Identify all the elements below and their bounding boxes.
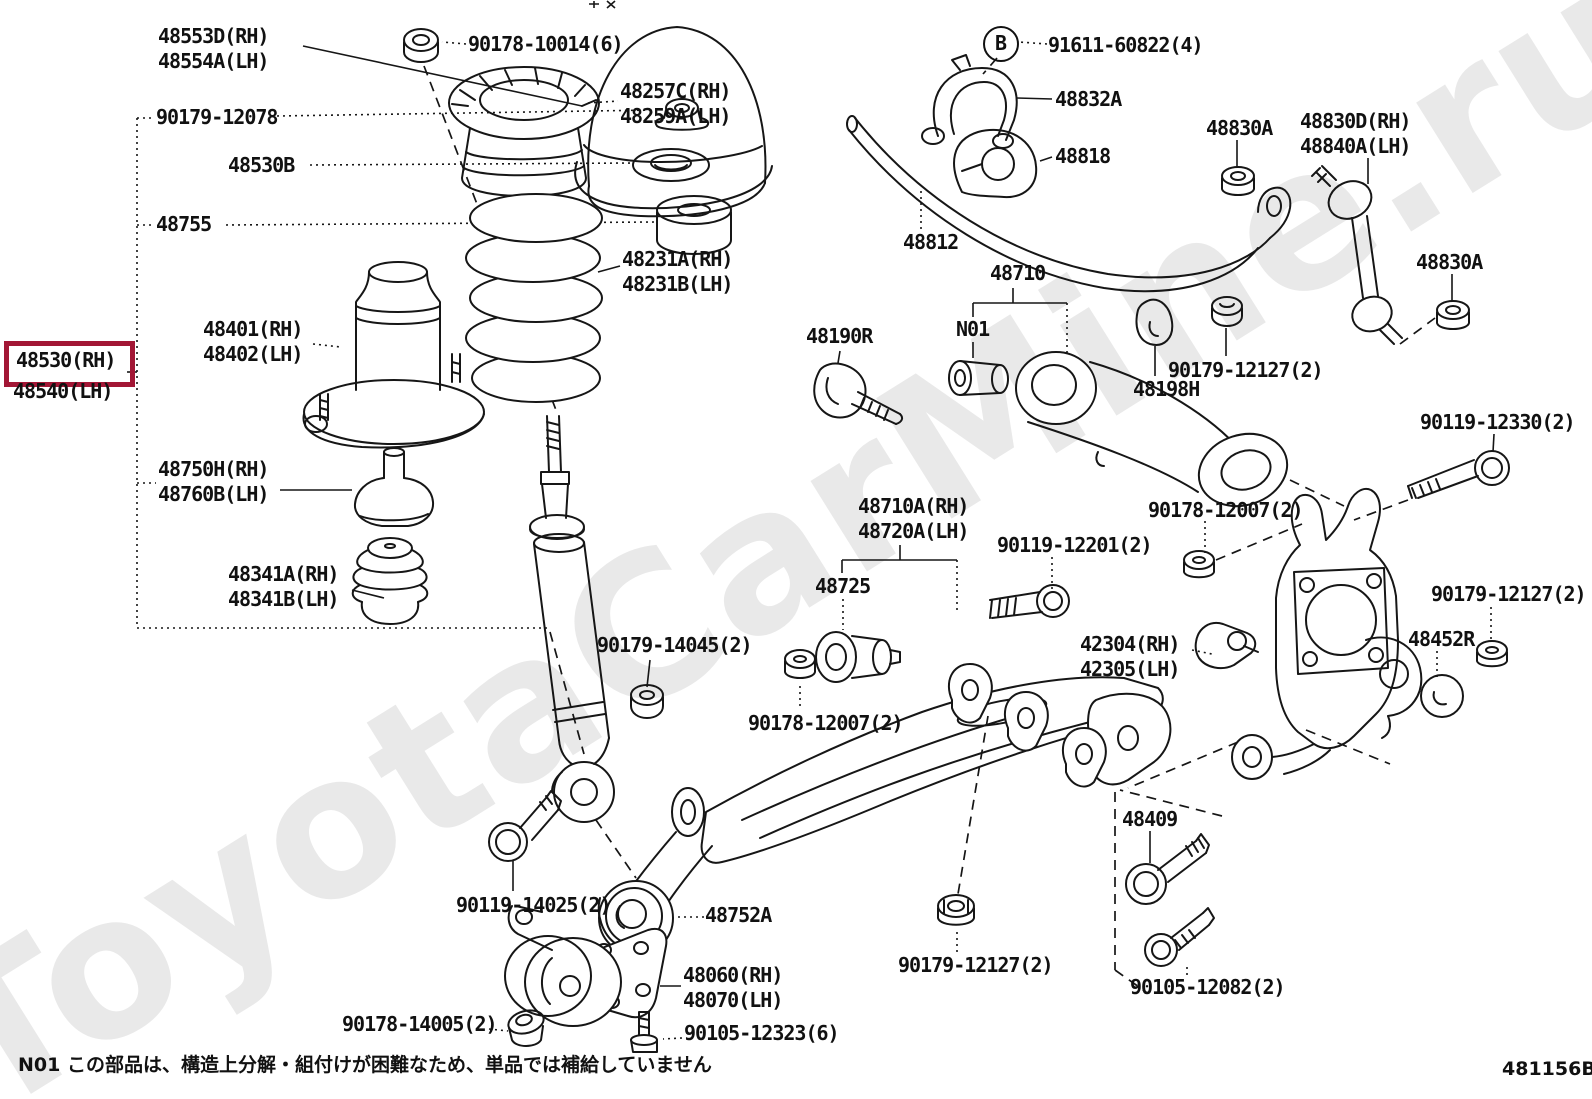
part-label-n01[interactable]: N01	[956, 317, 990, 341]
part-label-48710[interactable]: 48710	[990, 261, 1046, 285]
part-label-90105-12323[interactable]: 90105-12323(6)	[684, 1021, 840, 1045]
part-label-48198h[interactable]: 48198H	[1133, 377, 1200, 401]
part-number: 48341B(LH)	[228, 587, 339, 611]
part-label-90179-12127-1[interactable]: 90179-12127(2)	[1168, 358, 1324, 382]
part-number: 48830D(RH)	[1300, 109, 1411, 133]
part-label-48530b[interactable]: 48530B	[228, 153, 295, 177]
part-label-90179-12127-3[interactable]: 90179-12127(2)	[898, 953, 1054, 977]
part-label-48060[interactable]: 48060(RH)48070(LH)	[683, 963, 783, 1013]
part-number: 48257C(RH)	[620, 79, 731, 103]
part-label-48830a-2[interactable]: 48830A	[1416, 250, 1483, 274]
part-number: 42305(LH)	[1080, 657, 1180, 681]
part-number: 48231B(LH)	[622, 272, 733, 296]
part-number: 48060(RH)	[683, 963, 783, 987]
part-label-90178-12007-2[interactable]: 90178-12007(2)	[748, 711, 904, 735]
part-number: 48554A(LH)	[158, 49, 269, 73]
highlight-box	[4, 341, 135, 387]
part-number: 48750H(RH)	[158, 457, 269, 481]
part-number: 48402(LH)	[203, 342, 303, 366]
callout-b: B	[983, 26, 1019, 62]
part-label-48553d[interactable]: 48553D(RH)48554A(LH)	[158, 24, 269, 74]
part-label-90179-14045[interactable]: 90179-14045(2)	[597, 633, 753, 657]
part-label-48750h[interactable]: 48750H(RH)48760B(LH)	[158, 457, 269, 507]
part-label-48341a[interactable]: 48341A(RH)48341B(LH)	[228, 562, 339, 612]
part-number: 48341A(RH)	[228, 562, 339, 586]
part-number: 48553D(RH)	[158, 24, 269, 48]
part-number: 48840A(LH)	[1300, 134, 1411, 158]
part-label-90179-12127-2[interactable]: 90179-12127(2)	[1431, 582, 1587, 606]
part-label-48830a-1[interactable]: 48830A	[1206, 116, 1273, 140]
part-label-90119-12330[interactable]: 90119-12330(2)	[1420, 410, 1576, 434]
part-number: 48720A(LH)	[858, 519, 969, 543]
part-label-48830d[interactable]: 48830D(RH)48840A(LH)	[1300, 109, 1411, 159]
part-label-48540[interactable]: 48540(LH)	[13, 379, 113, 403]
part-label-48530-highlighted[interactable]: 48530(RH)	[16, 348, 116, 372]
part-label-90105-12082[interactable]: 90105-12082(2)	[1130, 975, 1286, 999]
part-label-90119-12201[interactable]: 90119-12201(2)	[997, 533, 1153, 557]
part-label-90178-10014[interactable]: 90178-10014(6)	[468, 32, 624, 56]
part-label-48452r[interactable]: 48452R	[1408, 627, 1475, 651]
part-label-90179-12078[interactable]: 90179-12078	[156, 105, 278, 129]
part-label-48725[interactable]: 48725	[815, 574, 871, 598]
part-label-90178-12007-1[interactable]: 90178-12007(2)	[1148, 498, 1304, 522]
part-label-48752a[interactable]: 48752A	[705, 903, 772, 927]
part-number: 48231A(RH)	[622, 247, 733, 271]
part-label-48832a[interactable]: 48832A	[1055, 87, 1122, 111]
diagram-code: 481156B	[1502, 1058, 1592, 1080]
part-label-48190r[interactable]: 48190R	[806, 324, 873, 348]
footnote: N01 この部品は、構造上分解・組付けが困難なため、単品では補給していません	[18, 1054, 712, 1076]
part-number: 48070(LH)	[683, 988, 783, 1012]
part-label-90178-14005[interactable]: 90178-14005(2)	[342, 1012, 498, 1036]
part-label-48818[interactable]: 48818	[1055, 144, 1111, 168]
part-label-48710a[interactable]: 48710A(RH)48720A(LH)	[858, 494, 969, 544]
part-label-48812[interactable]: 48812	[903, 230, 959, 254]
part-label-48401[interactable]: 48401(RH)48402(LH)	[203, 317, 303, 367]
part-label-42304[interactable]: 42304(RH)42305(LH)	[1080, 632, 1180, 682]
part-number: 42304(RH)	[1080, 632, 1180, 656]
part-number: 48710A(RH)	[858, 494, 969, 518]
part-label-91611-60822[interactable]: 91611-60822(4)	[1048, 33, 1204, 57]
part-number: 48401(RH)	[203, 317, 303, 341]
part-number: 48760B(LH)	[158, 482, 269, 506]
part-label-90119-14025[interactable]: 90119-14025(2)	[456, 893, 612, 917]
part-label-48231a[interactable]: 48231A(RH)48231B(LH)	[622, 247, 733, 297]
part-label-48755[interactable]: 48755	[156, 212, 212, 236]
part-number: 48259A(LH)	[620, 104, 731, 128]
part-label-48409[interactable]: 48409	[1122, 807, 1178, 831]
part-label-48257c[interactable]: 48257C(RH)48259A(LH)	[620, 79, 731, 129]
